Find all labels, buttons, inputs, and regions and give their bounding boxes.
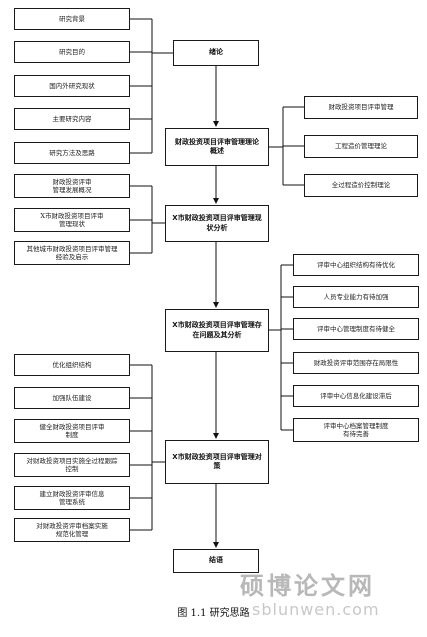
intro-item-purpose: 研究目的 [14,41,130,63]
intro-item-content: 主要研究内容 [14,108,130,130]
measure-item-structure: 优化组织结构 [14,354,130,376]
measure-item-system: 健全财政投资项目评审 制度 [14,419,130,443]
status-item-x-city: X市财政投资项目评审 管理现状 [14,208,130,232]
watermark-url: sblunwen.com [252,600,380,619]
figure-caption: 图 1.1 研究思路 [177,608,250,619]
intro-item-background: 研究背景 [14,8,130,30]
measure-item-info-system: 建立财政投资评审信息 管理系统 [14,486,130,510]
problem-item-archive: 评审中心档案管理制度 有待完善 [293,418,419,442]
theory-item-process: 全过程造价控制理论 [304,174,418,197]
theory-item-cost: 工程造价管理理论 [304,135,418,158]
problem-item-scope: 财政投资评审范围存在局限性 [293,352,419,374]
node-problems: X市财政投资项目评审管理存 在问题及其分析 [165,309,269,352]
watermark-logo: 硕博论文网 [240,572,375,600]
status-item-overview: 财政投资评审 管理发展概况 [14,174,130,198]
intro-item-literature: 国内外研究现状 [14,75,130,97]
problem-item-structure: 评审中心组织结构有待优化 [293,254,419,276]
problem-item-it: 评审中心信息化建设滞后 [293,385,419,407]
node-intro: 绪论 [173,40,259,66]
node-measures: X市财政投资项目评审管理对 策 [165,440,269,484]
problem-item-rules: 评审中心管理制度有待健全 [293,318,419,340]
node-conclusion: 结语 [173,549,259,573]
measure-item-tracking: 对财政投资项目实施全过程跟踪 控制 [14,453,130,477]
theory-item-review: 财政投资项目评审管理 [304,96,418,119]
status-item-other-cities: 其他城市财政投资项目评审管理 经验及启示 [14,241,130,265]
measure-item-archive: 对财政投资评审档案实施 规范化管理 [14,518,130,542]
measure-item-team: 加强队伍建设 [14,387,130,409]
problem-item-skills: 人员专业能力有待加强 [293,286,419,308]
intro-item-method: 研究方法及思路 [14,142,130,164]
node-theory: 财政投资项目评审管理理论 概述 [165,128,269,166]
node-status: X市财政投资项目评审管理现 状分析 [165,205,269,242]
